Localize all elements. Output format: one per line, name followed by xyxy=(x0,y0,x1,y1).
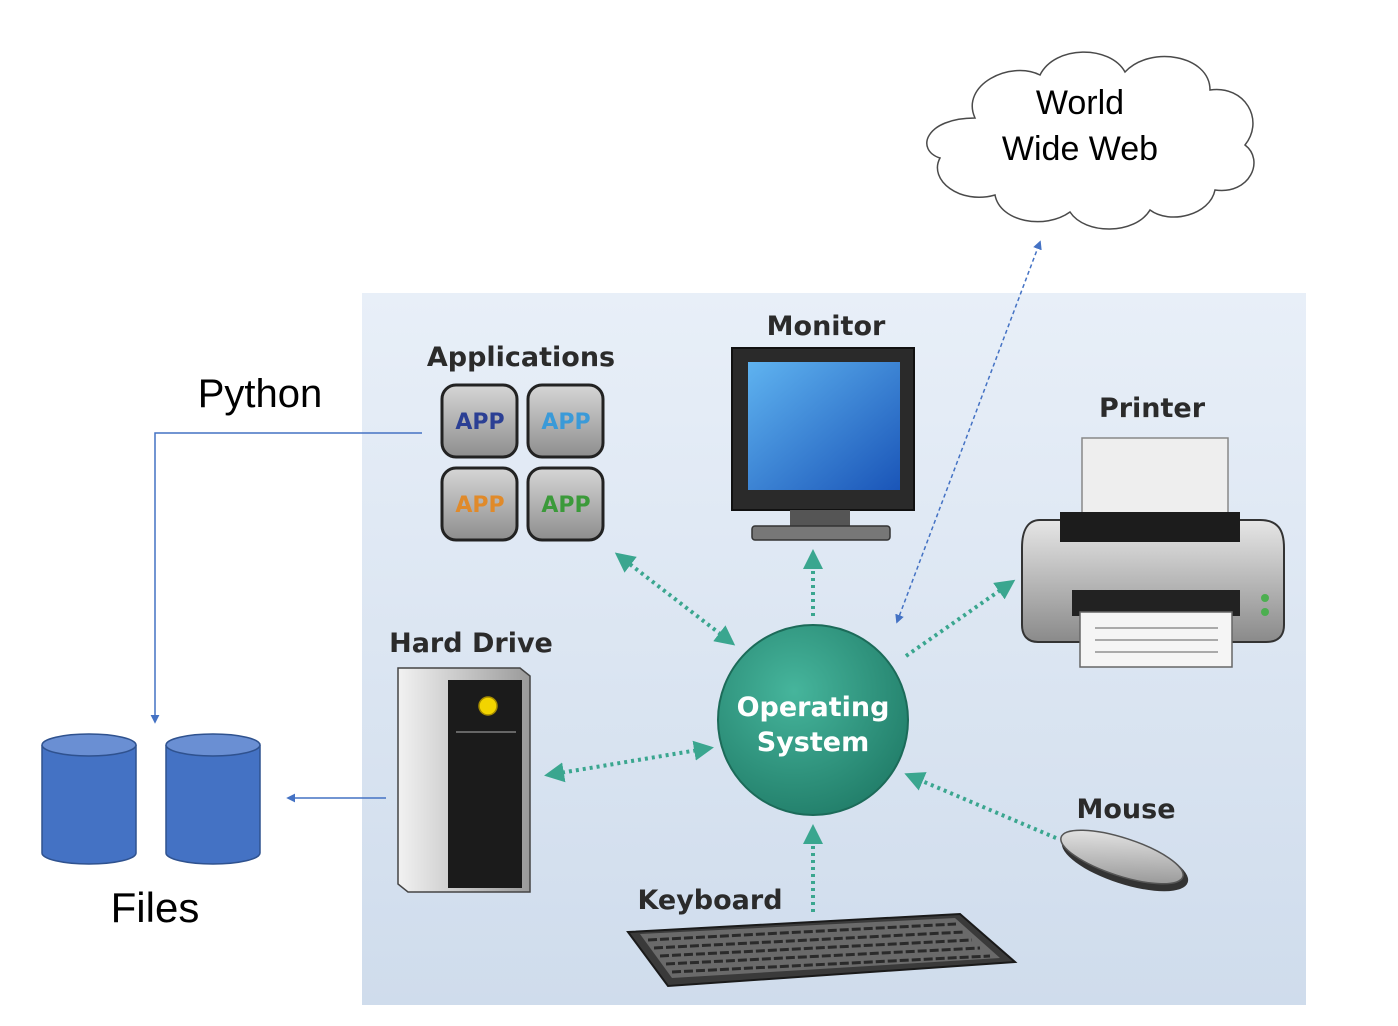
app-icon-1-label: APP xyxy=(455,410,504,435)
teal-arrows xyxy=(544,549,1057,912)
app-icon-3: APP xyxy=(440,466,519,542)
app-icon-4-label: APP xyxy=(541,493,590,518)
os-label-line1: Operating xyxy=(737,692,890,723)
world-wide-web-cloud: World Wide Web xyxy=(926,51,1255,230)
operating-system-node: Operating System xyxy=(717,624,909,816)
files-label: Files xyxy=(111,884,200,931)
app-icon-2-label: APP xyxy=(541,410,590,435)
applications-label: Applications xyxy=(427,342,615,373)
arrow-applications xyxy=(614,552,736,646)
file-cylinder-2 xyxy=(165,733,261,865)
monitor-icon xyxy=(731,347,915,541)
python-label: Python xyxy=(198,372,323,416)
printer-node: Printer xyxy=(1021,393,1285,668)
keyboard-icon xyxy=(626,912,1018,988)
hard-drive-icon xyxy=(397,667,531,893)
web-connection-arrow xyxy=(895,240,1042,624)
arrow-mouse xyxy=(904,772,1057,840)
app-icon-3-label: APP xyxy=(455,493,504,518)
hard-drive-label: Hard Drive xyxy=(389,628,553,659)
file-cylinder-1 xyxy=(41,733,137,865)
mouse-label: Mouse xyxy=(1076,794,1175,825)
printer-label: Printer xyxy=(1099,393,1206,424)
mouse-node: Mouse xyxy=(1060,794,1189,892)
keyboard-label: Keyboard xyxy=(637,885,782,916)
arrow-printer xyxy=(904,579,1016,658)
printer-icon xyxy=(1021,437,1285,668)
keyboard-node: Keyboard xyxy=(626,885,1018,988)
os-label-line2: System xyxy=(757,727,869,758)
python-arrow xyxy=(150,432,422,724)
files-node: Files xyxy=(41,733,261,931)
hard-drive-node: Hard Drive xyxy=(389,628,553,893)
app-icon-1: APP xyxy=(440,383,519,459)
monitor-label: Monitor xyxy=(767,311,886,342)
applications-node: Applications APP APP APP APP xyxy=(427,342,615,542)
mouse-icon xyxy=(1060,829,1189,892)
web-label-line2: Wide Web xyxy=(1002,130,1158,168)
app-icon-4: APP xyxy=(526,466,605,542)
web-label-line1: World xyxy=(1036,84,1124,122)
monitor-node: Monitor xyxy=(731,311,915,541)
python-flow: Python xyxy=(150,372,422,724)
app-icon-2: APP xyxy=(526,383,605,459)
